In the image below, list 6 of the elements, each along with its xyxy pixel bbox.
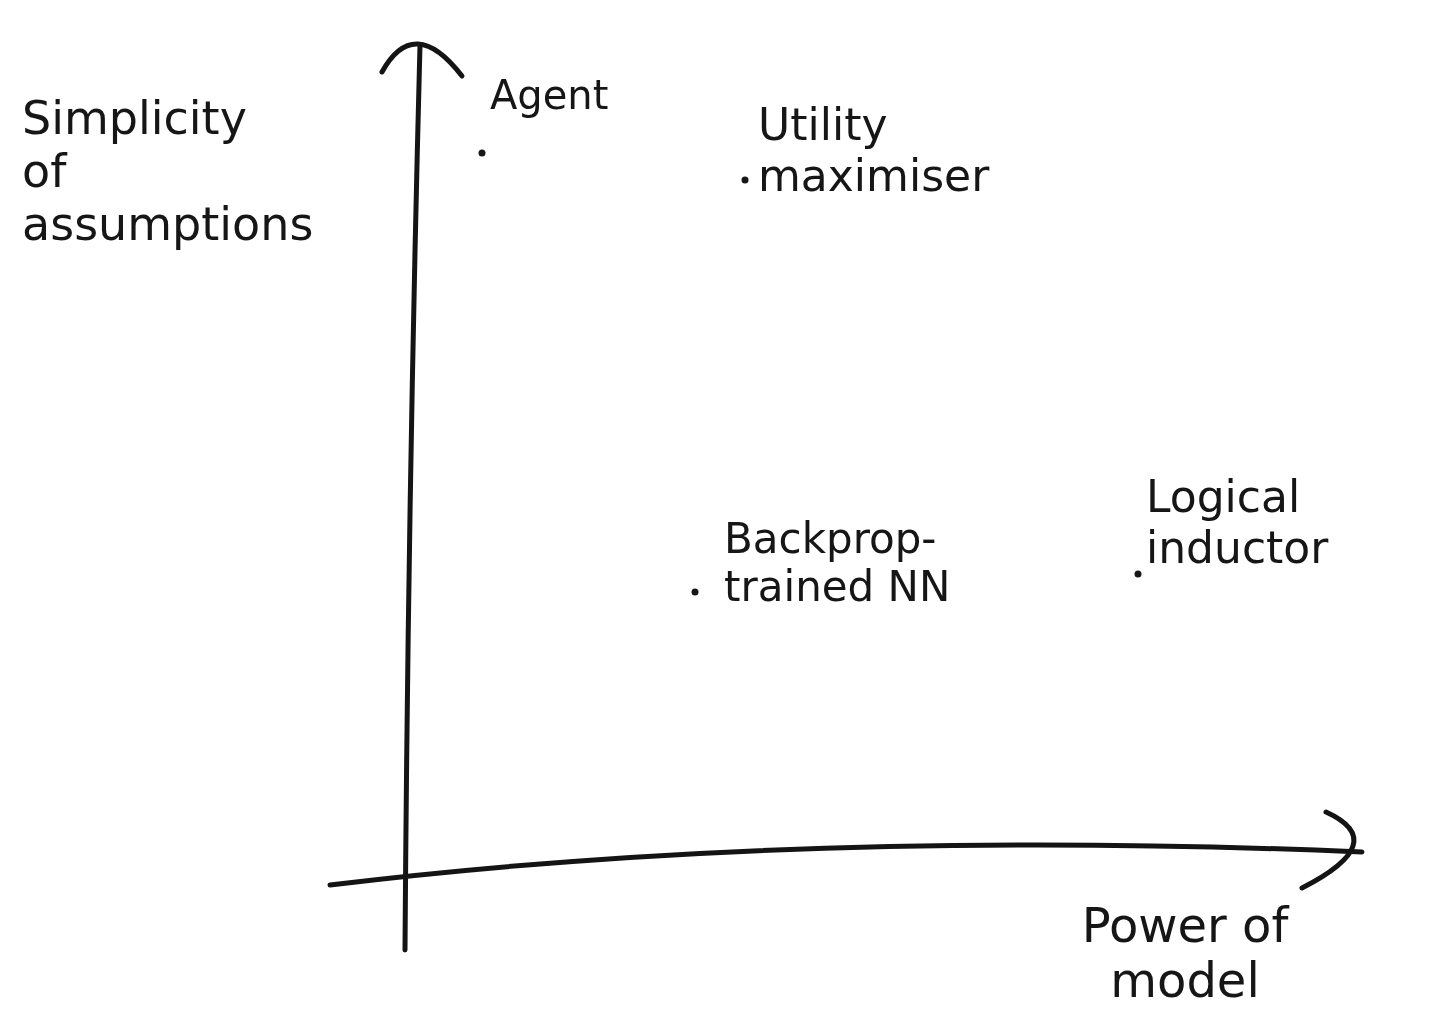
point-label: Backprop-trained NN: [724, 515, 952, 612]
point-label: Agent: [490, 72, 610, 118]
axis-title: Simplicity of assumptions: [22, 92, 315, 251]
point-label: Logical inductor: [1146, 472, 1330, 574]
point-label: Utility maximiser: [758, 100, 991, 202]
axis-title: Power of model: [1080, 898, 1291, 1009]
